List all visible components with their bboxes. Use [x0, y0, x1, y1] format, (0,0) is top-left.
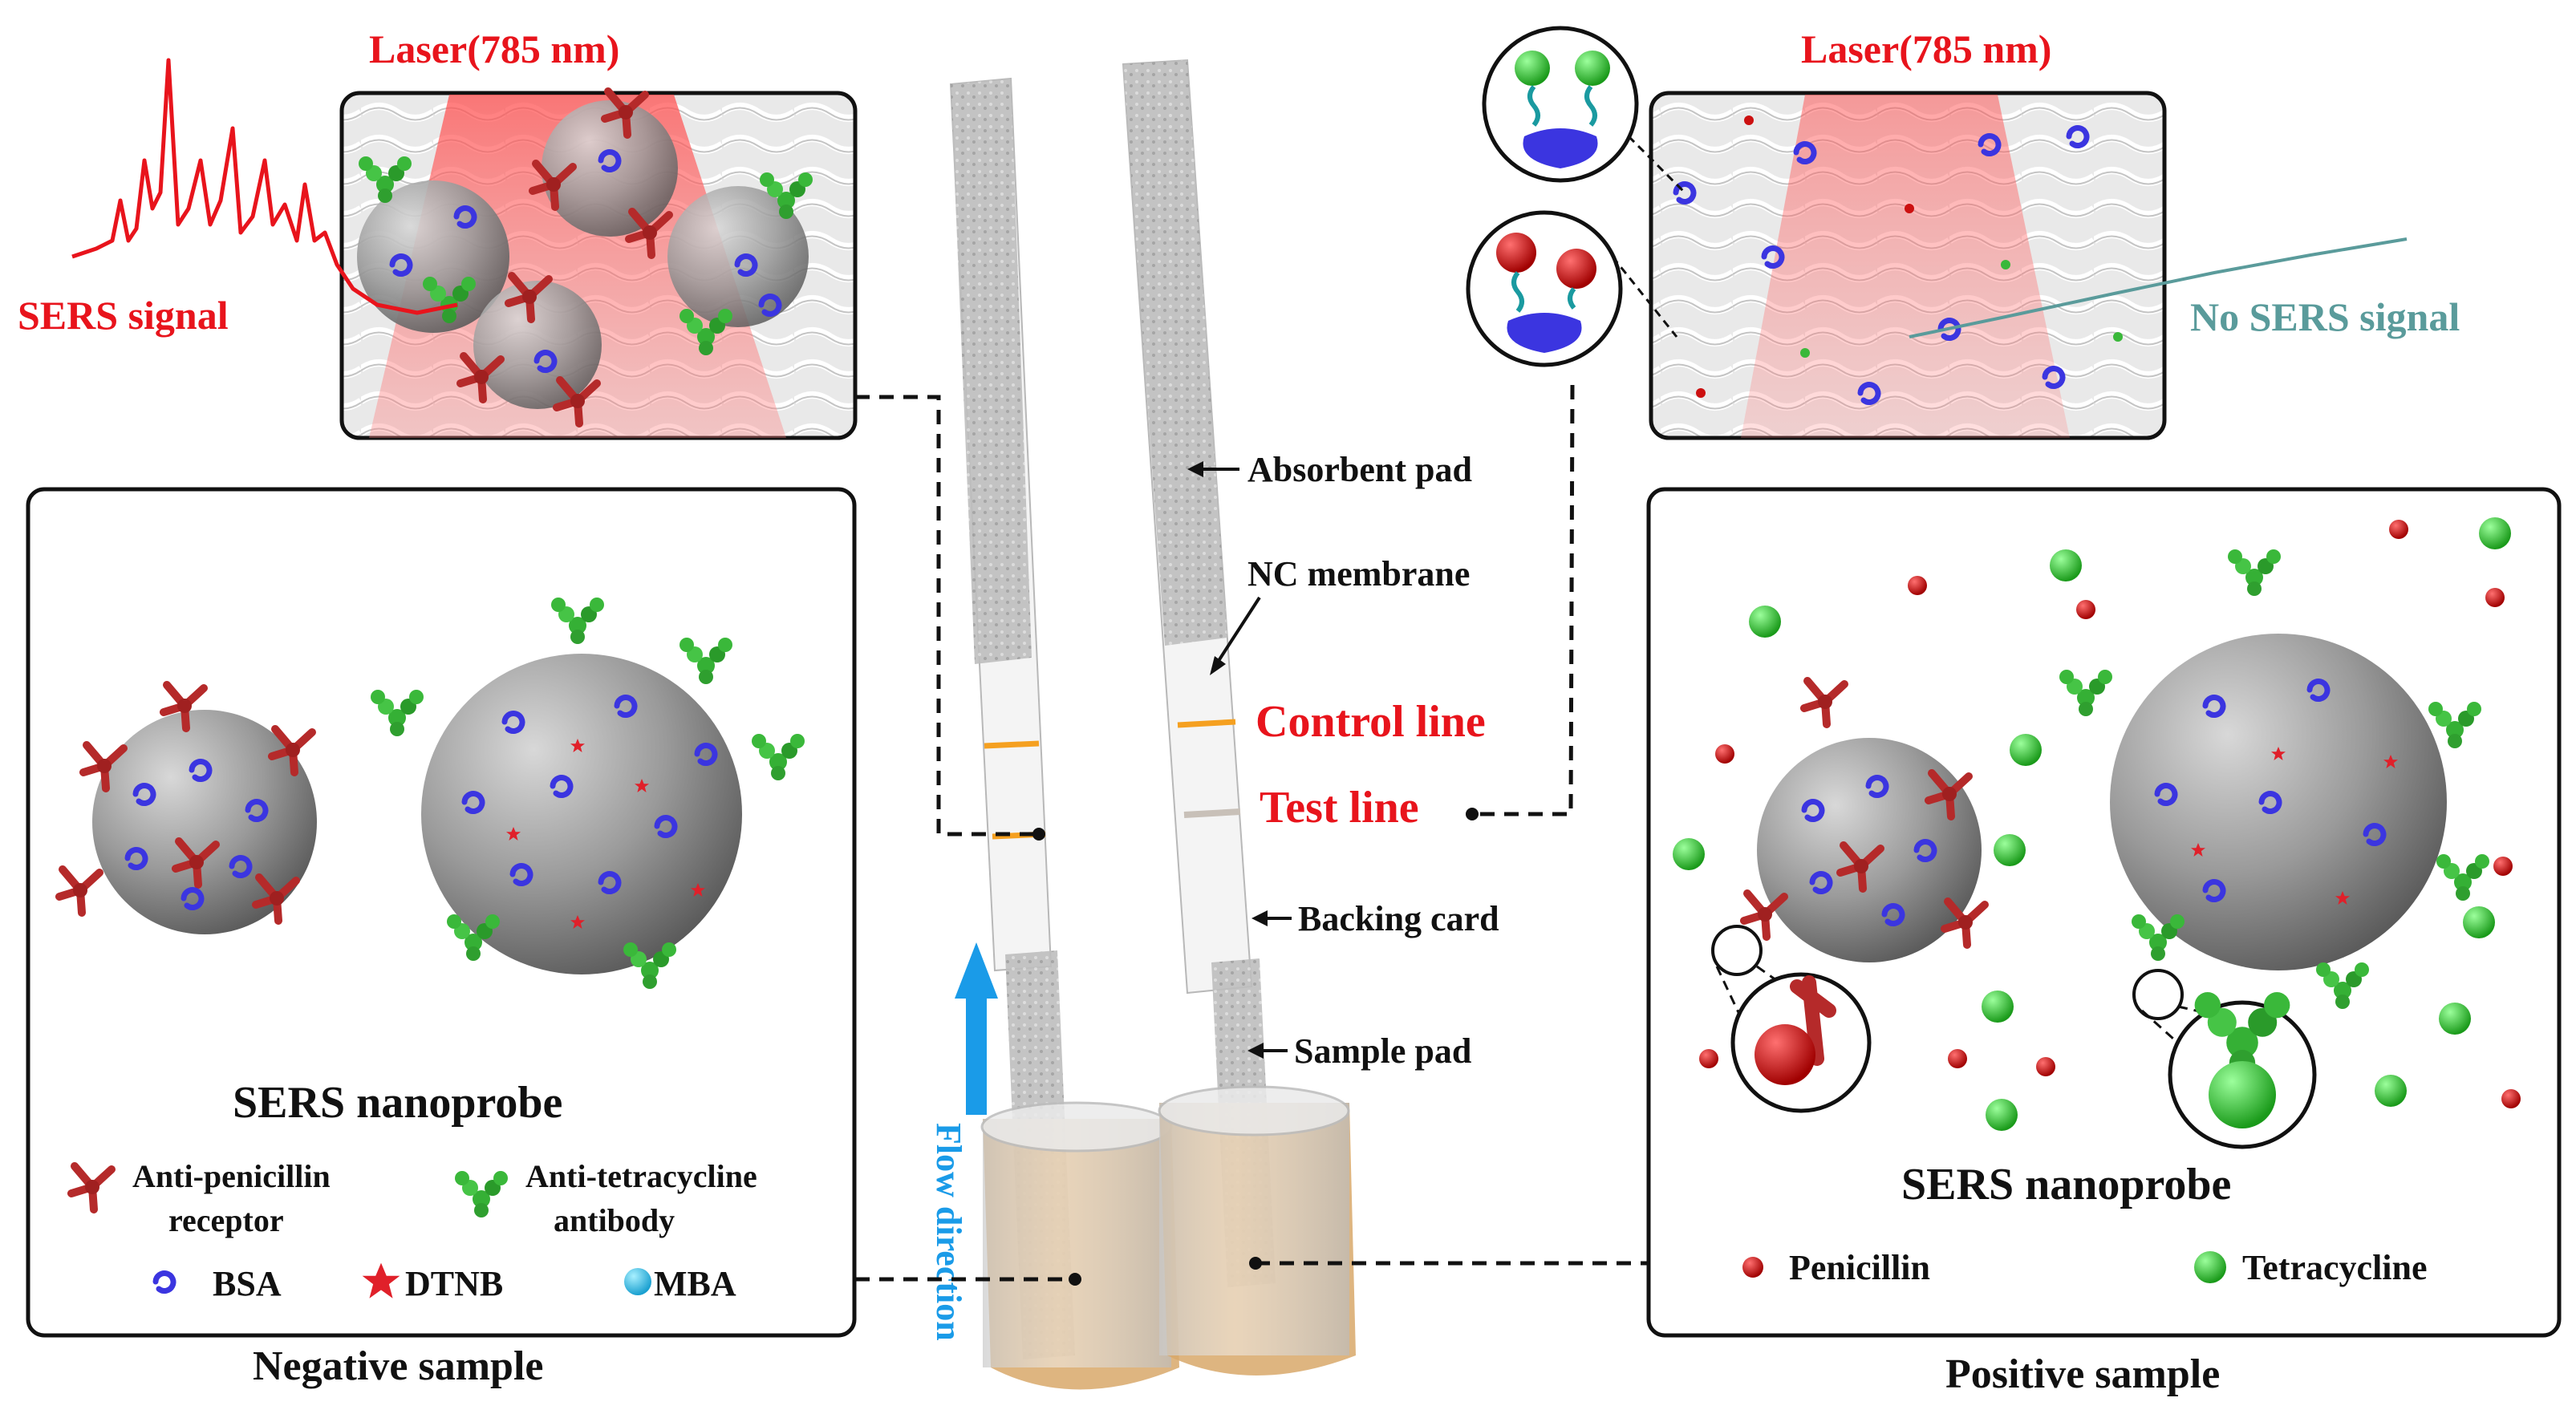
sample-cups — [980, 1085, 1356, 1390]
bsa-label: BSA — [213, 1264, 282, 1303]
nanoprobe-title-right: SERS nanoprobe — [1901, 1160, 2231, 1209]
connector-dots — [1032, 808, 1479, 1286]
captured-nanoprobes — [357, 91, 813, 423]
control-line-label: Control line — [1256, 697, 1486, 747]
control-line-left — [984, 740, 1040, 749]
laser-label-right: Laser(785 nm) — [1801, 26, 2051, 71]
probe-tetracycline — [371, 598, 805, 989]
penicillin-label: Penicillin — [1789, 1248, 1930, 1287]
positive-sample-caption: Positive sample — [1945, 1351, 2220, 1397]
laser-beam-right — [1741, 95, 2070, 438]
positive-sample-panel: SERS nanoprobe Penicillin Tetracycline — [1646, 487, 2562, 1338]
tetracycline-label: Tetracycline — [2242, 1248, 2428, 1287]
sample-pad-label: Sample pad — [1294, 1031, 1471, 1071]
free-targets — [1676, 115, 2123, 403]
absorbent-pad-label: Absorbent pad — [1247, 450, 1472, 489]
top-left-panel: Laser(785 nm) SERS signal — [18, 26, 858, 440]
test-line-label: Test line — [1260, 783, 1419, 833]
zoom-tetracycline-binding — [2132, 969, 2317, 1149]
no-sers-signal-label: No SERS signal — [2190, 294, 2460, 339]
tetracycline-icon — [2194, 1251, 2226, 1283]
sers-signal-label: SERS signal — [18, 293, 229, 338]
backing-card-label: Backing card — [1298, 899, 1499, 938]
negative-sample-panel: SERS nanoprobe Anti-penicillin receptor … — [26, 487, 857, 1338]
strip-labels: Absorbent pad NC membrane Control line T… — [1187, 450, 1499, 1071]
flow-arrow: Flow direction — [929, 942, 998, 1341]
mba-icon — [624, 1268, 651, 1295]
anti-tetracycline-label-2: antibody — [554, 1202, 675, 1238]
anti-penicillin-label-2: receptor — [168, 1202, 284, 1238]
flat-spectrum — [1909, 237, 2408, 338]
mba-label: MBA — [654, 1264, 736, 1303]
control-line-right — [1177, 719, 1236, 728]
negative-sample-caption: Negative sample — [253, 1343, 543, 1389]
free-tetracycline — [1673, 517, 2511, 1131]
anti-tetracycline-label-1: Anti-tetracycline — [525, 1158, 757, 1194]
top-right-panel: Laser(785 nm) No SERS signal — [1466, 26, 2460, 440]
flow-direction-label: Flow direction — [929, 1123, 968, 1341]
magnifier-red-probe — [1466, 210, 1678, 367]
zoom-penicillin-binding — [1711, 925, 1872, 1113]
nc-membrane-label: NC membrane — [1247, 554, 1470, 594]
laser-beam — [369, 95, 786, 438]
sers-spectrum — [71, 58, 458, 315]
connector-lines — [855, 384, 1651, 1282]
probe-penicillin-bound — [1744, 681, 1985, 962]
laser-label-left: Laser(785 nm) — [369, 26, 619, 71]
free-penicillin — [1699, 520, 2521, 1108]
anti-penicillin-label-1: Anti-penicillin — [132, 1158, 331, 1194]
penicillin-icon — [1742, 1257, 1763, 1278]
probe-penicillin — [59, 685, 317, 934]
nanoprobe-title-left: SERS nanoprobe — [233, 1078, 562, 1128]
test-line-right — [1183, 808, 1241, 818]
magnifier-green-probe — [1482, 26, 1686, 194]
probe-tetracycline-bound — [2059, 549, 2489, 1009]
dtnb-label: DTNB — [405, 1264, 503, 1303]
